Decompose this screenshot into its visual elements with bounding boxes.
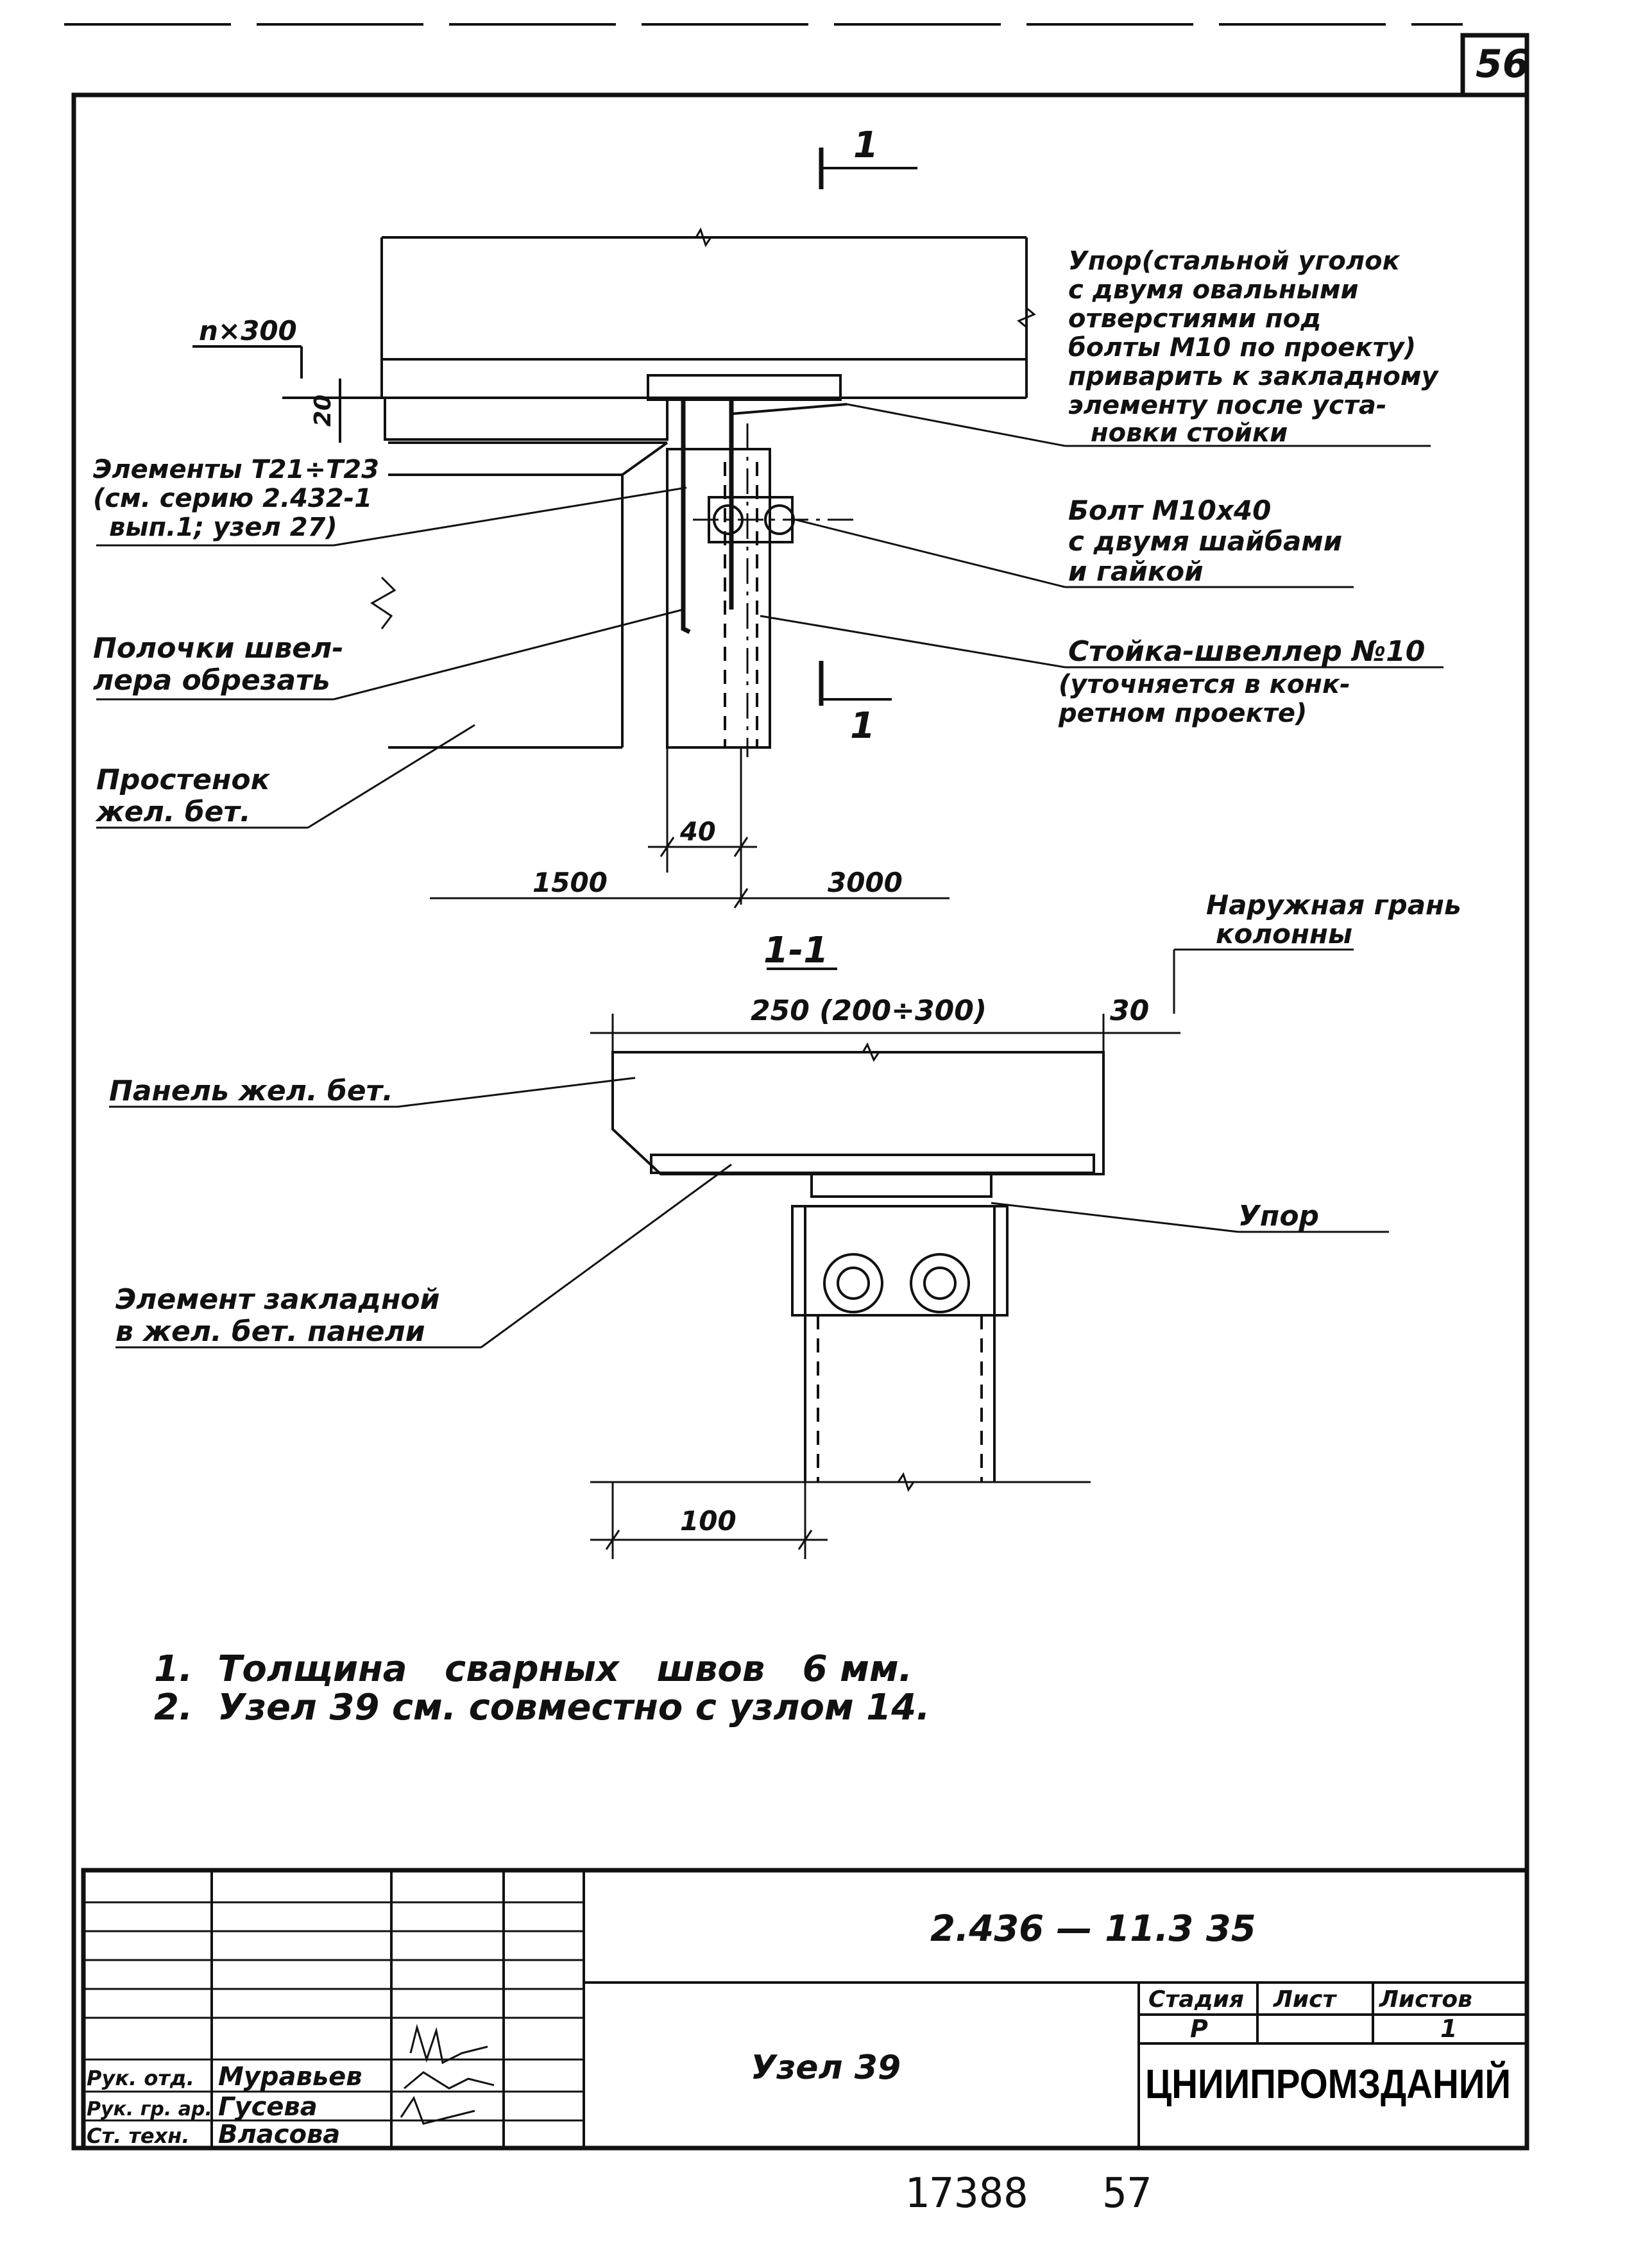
section-view (590, 1014, 1180, 1559)
label-stop-l2: с двумя овальными (1068, 275, 1359, 305)
dim-n300: n×300 (199, 315, 297, 346)
sheet-number: 56 (1476, 42, 1529, 87)
dim-20: 20 (310, 395, 336, 427)
label-pier-l2: жел. бет. (95, 796, 251, 828)
section-mark-top: 1 (853, 124, 878, 166)
label-elements-l3: вып.1; узел 27) (109, 513, 337, 542)
plan-view (192, 148, 1036, 757)
bottom-stamp: 17388 57 (905, 2170, 1152, 2217)
label-bolt-l1: Болт М10х40 (1068, 495, 1271, 526)
section-title: 1-1 (763, 930, 828, 971)
dim-3000: 3000 (828, 867, 903, 898)
staff-role-3: Ст. техн. (87, 2124, 189, 2148)
section-mark-bottom: 1 (850, 705, 875, 747)
label-bolt-l2: с двумя шайбами (1068, 525, 1342, 557)
dim-30: 30 (1110, 994, 1149, 1027)
label-outer-l1: Наружная грань (1206, 889, 1461, 921)
staff-name-3: Власова (218, 2120, 340, 2149)
label-embed-l2: в жел. бет. панели (115, 1315, 425, 1348)
label-flange-l2: лера обрезать (93, 664, 330, 697)
label-stop-l3: отверстиями под (1068, 304, 1321, 334)
note-1: 1. Толщина сварных швов 6 мм. (154, 1648, 912, 1690)
label-stop-l1: Упор(стальной уголок (1068, 246, 1401, 276)
doc-code: 2.436 — 11.3 35 (930, 1908, 1256, 1950)
label-embed-l1: Элемент закладной (115, 1283, 439, 1316)
dim-40: 40 (679, 817, 716, 847)
dim-100: 100 (680, 1505, 737, 1537)
staff-role-1: Рук. отд. (87, 2066, 194, 2090)
dim-250: 250 (200÷300) (751, 994, 987, 1027)
title-block (81, 1868, 1529, 2151)
label-outer-l2: колонны (1216, 918, 1352, 950)
plan-dimensions (430, 747, 949, 908)
label-stop: Упор (1238, 1200, 1319, 1232)
label-stop-l7: новки стойки (1091, 418, 1288, 448)
label-post-l2: (уточняется в конк- (1059, 670, 1350, 699)
staff-name-2: Гусева (218, 2092, 318, 2122)
note-2: 2. Узел 39 см. совместно с узлом 14. (154, 1687, 930, 1728)
label-stop-l4: болты М10 по проекту) (1068, 333, 1416, 362)
label-panel: Панель жел. бет. (109, 1075, 393, 1107)
node-title: Узел 39 (751, 2049, 901, 2087)
staff-role-2: Рук. гр. ар. (87, 2098, 212, 2120)
label-elements-l2: (см. серию 2.432-1 (93, 484, 372, 513)
dim-1500: 1500 (532, 867, 608, 898)
plan-right-labels (760, 403, 1443, 669)
staff-name-1: Муравьев (218, 2062, 362, 2092)
label-post-l3: ретном проекте) (1058, 699, 1307, 728)
sheets-value: 1 (1440, 2015, 1457, 2043)
plan-left-labels (96, 486, 687, 829)
label-pier-l1: Простенок (96, 763, 271, 796)
organization-name: ЦНИИПРОМЗДАНИЙ (1145, 2060, 1511, 2107)
stage-header: Стадия (1148, 1986, 1244, 2013)
stage-value: Р (1190, 2015, 1208, 2043)
label-bolt-l3: и гайкой (1068, 556, 1204, 587)
sheet-header: Лист (1273, 1986, 1337, 2013)
label-elements-l1: Элементы Т21÷Т23 (93, 455, 379, 484)
sheets-header: Листов (1379, 1986, 1472, 2013)
label-post-l1: Стойка-швеллер №10 (1068, 635, 1425, 668)
label-stop-l5: приварить к закладному (1068, 362, 1440, 391)
section-leaders (109, 1077, 1389, 1349)
label-flange-l1: Полочки швел- (93, 632, 344, 665)
label-stop-l6: элементу после уста- (1068, 391, 1387, 420)
